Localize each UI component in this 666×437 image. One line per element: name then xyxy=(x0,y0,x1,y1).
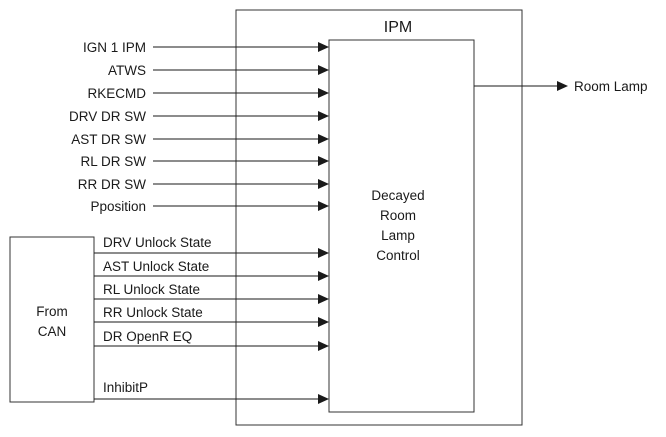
signal-label: AST DR SW xyxy=(71,132,146,147)
from-can-box xyxy=(9,236,95,403)
output-label: Room Lamp xyxy=(574,79,648,94)
arrowhead-icon xyxy=(318,179,329,189)
arrowhead-icon xyxy=(318,42,329,52)
signal-label: InhibitP xyxy=(103,380,148,395)
can-signal-inhibitp: InhibitP xyxy=(94,380,329,404)
can-signal-rr-unlock-state: RR Unlock State xyxy=(94,305,329,327)
can-signal-rl-unlock-state: RL Unlock State xyxy=(94,282,329,304)
input-signal-ast-dr-sw: AST DR SW xyxy=(71,132,329,147)
arrowhead-icon xyxy=(318,317,329,327)
signal-label: AST Unlock State xyxy=(103,259,209,274)
arrowhead-icon xyxy=(318,88,329,98)
input-signal-rkecmd: RKECMD xyxy=(87,86,329,101)
input-signal-ign-1-ipm: IGN 1 IPM xyxy=(83,40,329,55)
can-line-1: From xyxy=(36,304,68,319)
input-signal-rr-dr-sw: RR DR SW xyxy=(78,177,329,192)
arrowhead-icon xyxy=(318,65,329,75)
input-signal-drv-dr-sw: DRV DR SW xyxy=(69,109,329,124)
signal-label: RR Unlock State xyxy=(103,305,203,320)
arrowhead-icon xyxy=(318,394,329,404)
signal-label: Pposition xyxy=(90,199,146,214)
can-signal-dr-openr-eq: DR OpenR EQ xyxy=(94,329,329,351)
control-line-2: Room xyxy=(380,208,416,223)
arrowhead-icon xyxy=(318,201,329,211)
decayed-room-lamp-control-box xyxy=(328,39,475,413)
arrowhead-icon xyxy=(318,134,329,144)
signal-label: RR DR SW xyxy=(78,177,147,192)
arrowhead-icon xyxy=(318,248,329,258)
arrowhead-icon xyxy=(318,271,329,281)
signal-label: ATWS xyxy=(108,63,146,78)
signal-label: DR OpenR EQ xyxy=(103,329,192,344)
signal-label: RL Unlock State xyxy=(103,282,200,297)
direct-input-signals: IGN 1 IPM ATWS RKECMD DRV DR SW AST DR S… xyxy=(69,40,329,214)
ipm-title: IPM xyxy=(384,19,412,36)
can-signal-drv-unlock-state: DRV Unlock State xyxy=(94,235,329,258)
control-line-1: Decayed xyxy=(371,188,424,203)
output-signal-room-lamp: Room Lamp xyxy=(474,79,648,94)
input-signal-atws: ATWS xyxy=(108,63,329,78)
signal-label: DRV DR SW xyxy=(69,109,146,124)
control-line-4: Control xyxy=(376,248,420,263)
signal-label: RL DR SW xyxy=(80,154,146,169)
signal-label: IGN 1 IPM xyxy=(83,40,146,55)
ipm-module-box xyxy=(235,9,523,426)
control-line-3: Lamp xyxy=(381,228,415,243)
signal-label: RKECMD xyxy=(87,86,146,101)
input-signal-pposition: Pposition xyxy=(90,199,329,214)
arrowhead-icon xyxy=(557,81,568,91)
can-signal-ast-unlock-state: AST Unlock State xyxy=(94,259,329,281)
arrowhead-icon xyxy=(318,341,329,351)
can-input-signals: DRV Unlock State AST Unlock State RL Unl… xyxy=(94,235,329,404)
signal-label: DRV Unlock State xyxy=(103,235,212,250)
can-line-2: CAN xyxy=(38,324,67,339)
arrowhead-icon xyxy=(318,156,329,166)
input-signal-rl-dr-sw: RL DR SW xyxy=(80,154,329,169)
arrowhead-icon xyxy=(318,111,329,121)
arrowhead-icon xyxy=(318,294,329,304)
